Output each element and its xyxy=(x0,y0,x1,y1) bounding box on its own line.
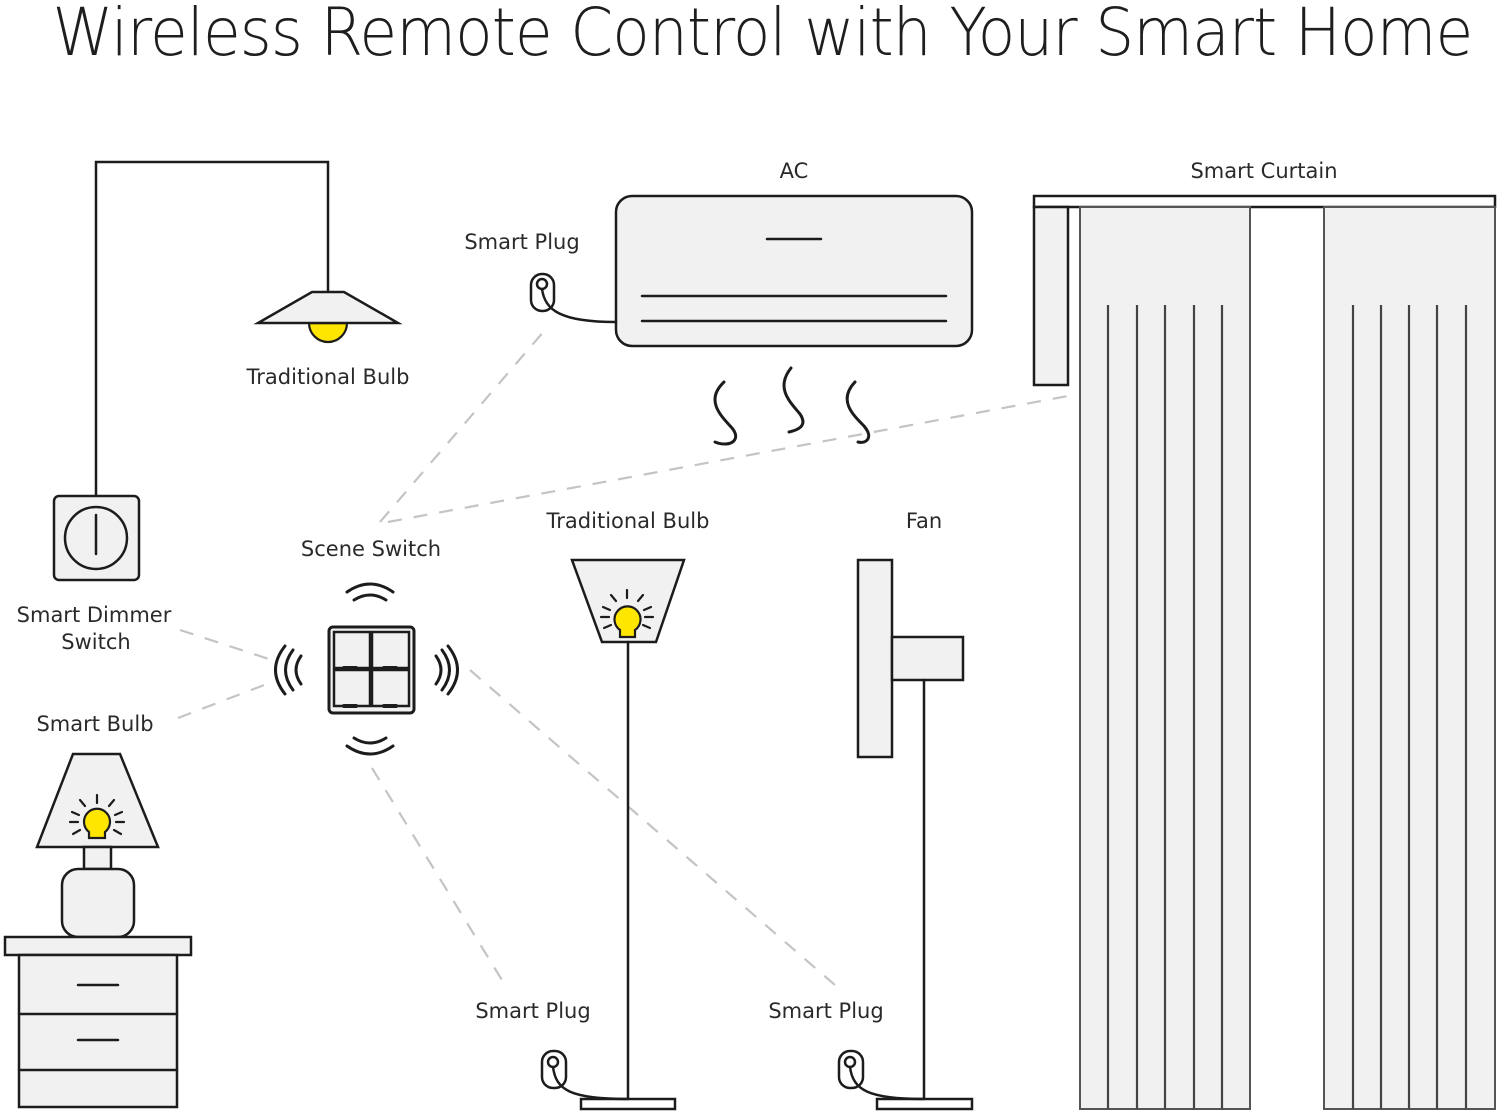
floor-lamp-rays xyxy=(599,588,655,630)
scene-switch-label: Scene Switch xyxy=(301,537,441,561)
nightstand xyxy=(3,935,193,1109)
curtain-folds xyxy=(1106,305,1468,1109)
four-button-scene-switch-icon[interactable] xyxy=(274,582,459,756)
floor-lamp-plug-label: Smart Plug xyxy=(475,999,590,1023)
lamp-base xyxy=(60,867,136,939)
page-title: Wireless Remote Control with Your Smart … xyxy=(52,0,1474,71)
wall-dimmer-switch-icon[interactable] xyxy=(52,494,141,582)
standing-fan-icon[interactable] xyxy=(856,558,974,1111)
curtain-rail xyxy=(1032,194,1497,209)
smart-plug-icon[interactable] xyxy=(540,1049,630,1101)
ac-body[interactable] xyxy=(614,194,974,348)
link-scene-to-curtain xyxy=(387,394,1069,524)
scene-button-2[interactable] xyxy=(370,630,411,670)
floor-lamp-base xyxy=(579,1097,677,1111)
link-scene-to-smart-bulb xyxy=(177,680,273,720)
fan-base xyxy=(875,1097,974,1111)
smart-bulb-glass xyxy=(82,807,112,840)
floor-lamp-label: Traditional Bulb xyxy=(546,509,710,533)
nightstand-body xyxy=(17,953,179,1109)
scene-button-1[interactable] xyxy=(332,630,372,670)
pendant-shade xyxy=(253,290,403,325)
floor-lamp-icon[interactable] xyxy=(570,558,686,1111)
link-scene-to-floor-lamp-plug xyxy=(371,767,506,986)
smart-plug-icon[interactable] xyxy=(837,1049,926,1101)
ceiling-wire xyxy=(94,160,330,498)
pendant-bulb-label: Traditional Bulb xyxy=(246,365,410,389)
dimmer-label-line1: Smart Dimmer xyxy=(17,603,172,627)
scene-button-4[interactable] xyxy=(370,668,411,708)
fan-plug-cord xyxy=(848,1065,926,1101)
air-conditioner-icon[interactable] xyxy=(614,194,974,446)
link-scene-to-dimmer xyxy=(179,628,273,662)
link-scene-to-fan-plug xyxy=(469,669,836,986)
airflow-icon xyxy=(713,366,871,446)
curtain-motor[interactable] xyxy=(1032,205,1070,387)
pendant-lamp-icon xyxy=(94,160,403,498)
fan-blade-housing[interactable] xyxy=(856,558,894,759)
pendant-bulb xyxy=(307,321,349,344)
link-scene-to-ac-plug xyxy=(379,329,546,523)
lamp-neck xyxy=(82,845,113,871)
signal-waves-icon xyxy=(274,582,459,756)
floor-lamp-bulb xyxy=(613,605,642,639)
floor-lamp-plug-cord xyxy=(551,1065,630,1101)
floor-lamp-shade xyxy=(570,558,686,644)
wireless-links xyxy=(177,329,1069,986)
fan-motor xyxy=(890,635,965,682)
scene-button-3[interactable] xyxy=(332,668,372,708)
dimmer-label-line2: Switch xyxy=(61,630,130,654)
curtain-label: Smart Curtain xyxy=(1190,159,1337,183)
ac-label: AC xyxy=(780,159,809,183)
ac-plug-label: Smart Plug xyxy=(464,230,579,254)
dimmer-knob[interactable] xyxy=(63,505,129,571)
curtain-icon[interactable] xyxy=(1032,194,1497,1110)
smart-plug-icon[interactable] xyxy=(529,272,618,324)
ac-plug-cord xyxy=(540,287,618,324)
fan-plug-label: Smart Plug xyxy=(768,999,883,1023)
smart-bulb-label: Smart Bulb xyxy=(36,712,153,736)
nightstand-top xyxy=(3,935,193,957)
fan-label: Fan xyxy=(906,509,942,533)
table-lamp-icon[interactable] xyxy=(35,752,160,939)
lamp-bulb-rays xyxy=(68,793,126,836)
